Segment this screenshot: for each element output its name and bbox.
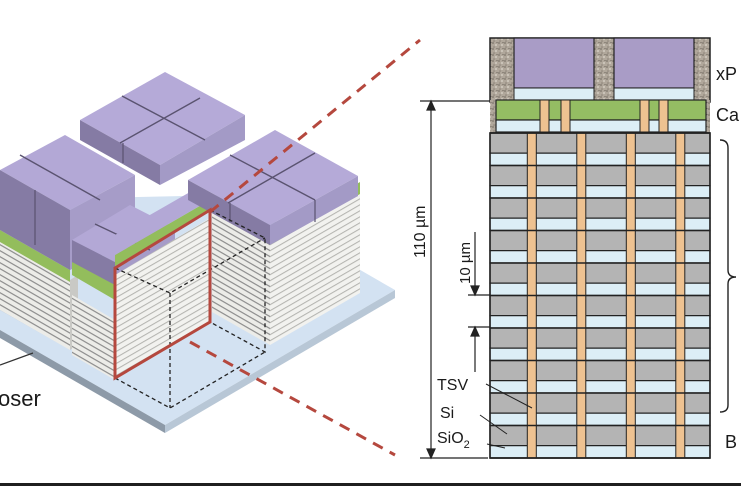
si-leader xyxy=(479,414,508,435)
si-label: Si xyxy=(440,405,454,422)
sio2-label: SiO2 xyxy=(437,430,470,451)
base-bracket xyxy=(719,139,737,413)
xpu-die-left xyxy=(513,37,595,89)
bottom-edge-bar xyxy=(0,483,741,486)
cache-layer-label: Ca xyxy=(716,105,740,125)
cache-tsvs xyxy=(539,99,669,133)
xpu-layer-label: xP xyxy=(716,64,737,84)
xpu-layer xyxy=(489,37,711,103)
sio2-leader xyxy=(486,443,506,449)
interposer-leader-line xyxy=(0,352,34,366)
cross-section-view: 110 µm 10 µm TSV Si SiO2 xP Ca B xyxy=(412,37,740,460)
cutaway-dashed-cube xyxy=(114,209,266,409)
cache-layer xyxy=(490,99,710,134)
chip-stack-back-center xyxy=(80,72,245,185)
interposer-label: oser xyxy=(0,386,41,411)
chip-stack-right xyxy=(188,130,360,345)
pitch-dimension xyxy=(468,232,490,372)
base-layer-label: B xyxy=(725,432,737,452)
isometric-package-view: oser xyxy=(0,38,421,457)
cut-plane-outline xyxy=(113,207,212,381)
pitch-label: 10 µm xyxy=(457,242,474,284)
tsv-leader xyxy=(485,383,533,409)
tsv-label: TSV xyxy=(437,377,468,394)
xpu-die-right xyxy=(613,37,695,89)
height-label: 110 µm xyxy=(412,206,429,259)
height-dimension xyxy=(420,99,490,460)
chip-stack-front-center xyxy=(72,192,210,380)
callout-lines xyxy=(189,38,421,457)
base-die-stack xyxy=(489,132,711,459)
